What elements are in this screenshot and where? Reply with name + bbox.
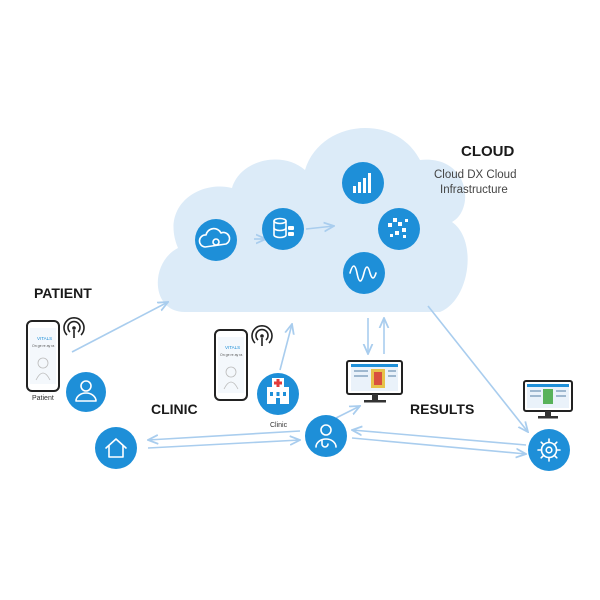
cloud-gear-icon bbox=[198, 227, 231, 248]
home-node bbox=[95, 427, 137, 469]
bar-chart-icon bbox=[353, 173, 371, 193]
user-icon bbox=[75, 380, 97, 402]
waveform-node bbox=[343, 252, 385, 294]
data-cluster-node bbox=[378, 208, 420, 250]
arrow-doctor-to-results bbox=[351, 437, 526, 454]
clinic-caption: Clinic bbox=[270, 422, 288, 429]
clinic-phone-screen-line: On ge re ay ra bbox=[220, 353, 242, 357]
arrow-clinic-to-cloud bbox=[279, 324, 292, 371]
results-monitor-center bbox=[346, 360, 403, 403]
patient-phone: VITALS On ge re ay ra bbox=[26, 320, 60, 392]
database-icon bbox=[273, 217, 294, 239]
connection-arrows bbox=[71, 226, 528, 454]
results-title: RESULTS bbox=[410, 401, 474, 417]
arrow-db-to-analytics bbox=[305, 226, 334, 229]
cloud-subtitle-line1: Cloud DX Cloud bbox=[434, 169, 516, 181]
doctor-node bbox=[305, 415, 347, 457]
results-node bbox=[528, 429, 570, 471]
phone-screen-line: On ge re ay ra bbox=[32, 344, 54, 348]
clinic-phone: VITALS On ge re ay ra bbox=[214, 329, 248, 401]
clinic-wireless-signal-icon bbox=[251, 325, 273, 346]
arrow-doctor-to-monitor bbox=[335, 406, 360, 419]
clinic-node bbox=[257, 373, 299, 415]
data-cluster-icon bbox=[388, 218, 408, 238]
waveform-icon bbox=[349, 265, 377, 282]
results-monitor-right bbox=[523, 380, 573, 419]
bar-chart-node bbox=[342, 162, 384, 204]
cloud-title: CLOUD bbox=[461, 143, 514, 160]
hospital-icon bbox=[267, 378, 289, 404]
wireless-signal-icon bbox=[63, 317, 85, 338]
clinic-title: CLINIC bbox=[151, 401, 198, 417]
database-node bbox=[262, 208, 304, 250]
cloud-gear-node bbox=[195, 219, 237, 261]
cloud-subtitle-line2: Infrastructure bbox=[440, 184, 508, 196]
arrow-patient-to-cloud bbox=[71, 302, 168, 353]
patient-node bbox=[66, 372, 106, 412]
arrow-doctor-to-home bbox=[148, 430, 301, 440]
gear-icon bbox=[537, 438, 561, 462]
patient-title: PATIENT bbox=[34, 285, 92, 301]
patient-caption: Patient bbox=[32, 395, 54, 402]
arrow-results-to-doctor bbox=[352, 430, 527, 446]
arrow-home-to-doctor bbox=[147, 440, 300, 449]
arrow-cloud-to-results bbox=[427, 305, 528, 432]
doctor-icon bbox=[315, 424, 337, 448]
clinic-phone-screen-brand: VITALS bbox=[225, 345, 240, 350]
phone-screen-brand: VITALS bbox=[37, 336, 52, 341]
cloud-shape bbox=[157, 127, 468, 312]
home-icon bbox=[105, 438, 127, 458]
